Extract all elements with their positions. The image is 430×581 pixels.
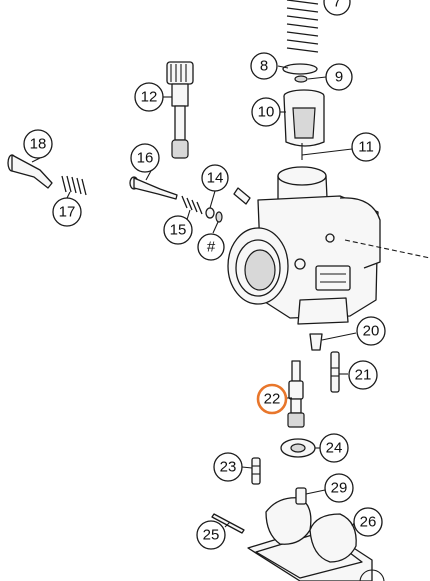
svg-text:16: 16	[137, 150, 154, 167]
callout-22[interactable]: 22	[256, 383, 288, 415]
svg-text:23: 23	[220, 459, 237, 476]
part-washer-24	[280, 438, 316, 458]
part-choke-12	[166, 61, 194, 159]
callout-24: 24	[319, 433, 349, 463]
callout-14: 14	[201, 164, 229, 192]
callout-23: 23	[213, 452, 243, 482]
svg-text:29: 29	[331, 480, 348, 497]
callout-26: 26	[353, 507, 383, 537]
callout-20: 20	[356, 316, 386, 346]
svg-text:#: #	[207, 239, 216, 256]
svg-text:22: 22	[264, 391, 281, 408]
part-spring-7	[286, 0, 319, 53]
part-needle-16	[129, 176, 178, 200]
callout-25: 25	[196, 520, 226, 550]
svg-text:14: 14	[207, 170, 224, 187]
part-clip-9	[294, 75, 308, 83]
part-washer-14	[205, 207, 215, 219]
svg-text:17: 17	[59, 204, 76, 221]
svg-text:11: 11	[358, 139, 374, 156]
part-oring-hash	[215, 211, 223, 223]
part-spring-15	[181, 195, 203, 215]
part-carburetor-body	[227, 166, 430, 325]
svg-text:21: 21	[355, 367, 372, 384]
part-screw-18	[7, 154, 53, 189]
callout-15: 15	[163, 215, 193, 245]
svg-text:8: 8	[260, 58, 268, 75]
svg-text:10: 10	[258, 104, 275, 121]
svg-text:18: 18	[30, 136, 47, 153]
svg-text:20: 20	[363, 323, 380, 340]
svg-text:15: 15	[170, 222, 187, 239]
callout-18: 18	[23, 129, 53, 159]
part-ring-8	[282, 63, 318, 75]
callout-9: 9	[325, 63, 353, 91]
svg-text:24: 24	[326, 440, 343, 457]
part-jet-20	[309, 333, 323, 351]
callout-16: 16	[130, 143, 160, 173]
callout-21: 21	[348, 360, 378, 390]
part-main-jet-22	[287, 360, 305, 428]
part-float-bowl	[247, 487, 373, 581]
callout-29: 29	[324, 473, 354, 503]
callout-hash: #	[197, 233, 225, 261]
svg-text:25: 25	[203, 527, 220, 544]
part-spring-17	[61, 175, 87, 196]
callout-partial-edge	[359, 569, 385, 581]
svg-text:12: 12	[141, 89, 158, 106]
callout-10: 10	[251, 97, 281, 127]
callout-11: 11	[351, 132, 381, 162]
part-tube-21	[330, 351, 340, 393]
svg-text:26: 26	[360, 514, 377, 531]
svg-text:7: 7	[333, 0, 341, 11]
callout-8: 8	[250, 52, 278, 80]
part-pin-23	[251, 457, 261, 485]
part-slide-10	[283, 89, 325, 160]
callout-12: 12	[134, 82, 164, 112]
callout-7: 7	[323, 0, 351, 16]
svg-text:9: 9	[335, 69, 343, 86]
callout-17: 17	[52, 197, 82, 227]
